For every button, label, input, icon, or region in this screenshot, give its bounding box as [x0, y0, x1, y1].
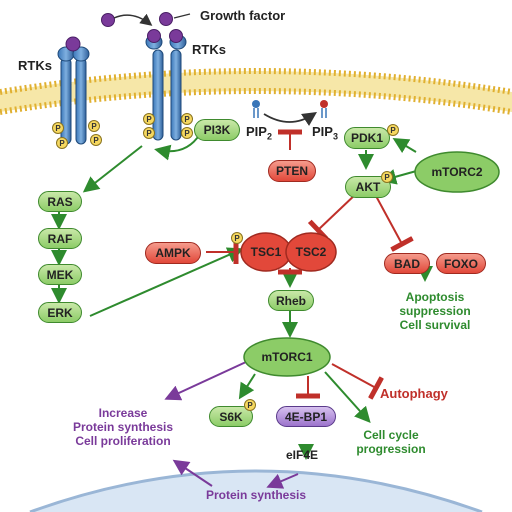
erk-node: ERK: [38, 302, 82, 323]
outcome-line: Protein synthesis: [72, 420, 174, 434]
phospho-badge: P: [381, 171, 393, 183]
raf-node: RAF: [38, 228, 82, 249]
pip3-subscript: 3: [332, 131, 338, 142]
tsc1-node: TSC1: [250, 245, 282, 259]
mtorc2-node: mTORC2: [431, 165, 483, 179]
rtk-left-receptor: [57, 36, 90, 145]
pip2-to-pip3-arrow: [263, 112, 317, 126]
pip2-lipid: [252, 100, 260, 118]
rtks-left-label: RTKs: [18, 58, 52, 73]
phospho-badge: P: [88, 120, 100, 132]
outcome-line: progression: [356, 442, 426, 456]
foxo-node: FOXO: [436, 253, 486, 274]
pip3-label: PIP3: [312, 124, 338, 142]
mtorc2-node-shape: [414, 151, 500, 193]
phospho-badge: P: [231, 232, 243, 244]
pdk1-node: PDK1: [344, 127, 390, 149]
s6k-node: S6K: [209, 406, 253, 427]
nucleus-membrane: [29, 469, 483, 512]
phospho-badge: P: [52, 122, 64, 134]
tsc2-node: TSC2: [295, 245, 327, 259]
pip2-subscript: 2: [266, 131, 272, 142]
4ebp1-node: 4E-BP1: [276, 406, 336, 427]
phospho-badge: P: [181, 127, 193, 139]
mek-node: MEK: [38, 264, 82, 285]
protein-synthesis-arrows: [164, 361, 299, 489]
protein-proliferation-text: Increase Protein synthesis Cell prolifer…: [58, 406, 188, 448]
rheb-node: Rheb: [268, 290, 314, 311]
outcome-line: Apoptosis: [405, 290, 465, 304]
pten-node: PTEN: [268, 160, 316, 182]
outcome-line: Cell proliferation: [75, 434, 171, 448]
pip2-label: PIP2: [246, 124, 272, 142]
rtk-right-receptor: [145, 29, 187, 141]
phospho-badge: P: [143, 127, 155, 139]
phospho-badge: P: [56, 137, 68, 149]
cell-cycle-progression-text: Cell cycle progression: [346, 428, 436, 456]
pip3-lipid: [320, 100, 328, 118]
protein-synthesis-text: Protein synthesis: [206, 488, 307, 502]
phospho-badge: P: [143, 113, 155, 125]
phospho-badge: P: [244, 399, 256, 411]
outcome-line: Cell survival: [399, 318, 471, 332]
mtorc1-node: mTORC1: [261, 350, 313, 364]
apoptosis-suppression-text: Apoptosis suppression Cell survival: [380, 290, 490, 332]
akt-node: AKT: [345, 176, 391, 198]
rtks-right-label: RTKs: [192, 42, 226, 57]
outcome-line: Cell cycle: [363, 428, 419, 442]
pi3k-node: PI3K: [194, 119, 240, 141]
pip3-text: PIP: [312, 124, 333, 139]
phospho-badge: P: [181, 113, 193, 125]
growth-factor-ligands: [101, 12, 191, 27]
phospho-badge: P: [90, 134, 102, 146]
ras-node: RAS: [38, 191, 82, 212]
tsc2-node-shape: [285, 232, 337, 272]
pip2-text: PIP: [246, 124, 267, 139]
inhibition-lines: [206, 129, 414, 400]
outcome-line: suppression: [399, 304, 471, 318]
autophagy-text: Autophagy: [380, 386, 448, 401]
bad-node: BAD: [384, 253, 430, 274]
mtorc1-node-shape: [243, 337, 331, 377]
eif4e-label: eIF4E: [286, 448, 319, 462]
growth-factor-label: Growth factor: [200, 8, 286, 23]
outcome-line: Increase: [98, 406, 148, 420]
phospho-badge: P: [387, 124, 399, 136]
ampk-node: AMPK: [145, 242, 201, 264]
